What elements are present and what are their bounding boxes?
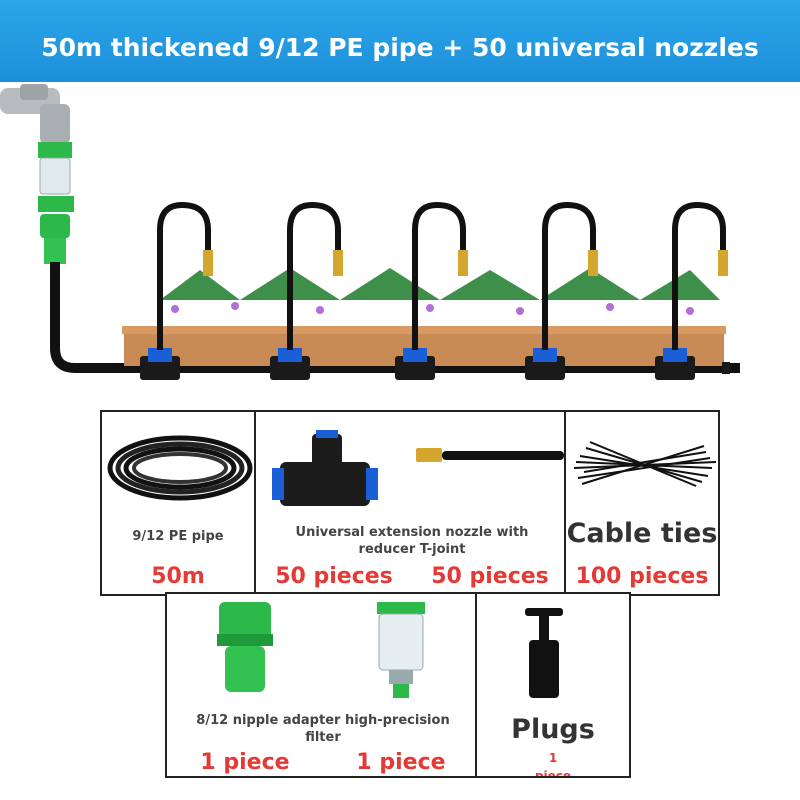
nozzle-tee-label: Universal extension nozzle with reducer …	[295, 525, 529, 557]
item-cable-ties: Cable ties 100 pieces	[564, 410, 720, 596]
faucet-icon	[0, 84, 70, 144]
plugs-label: Plugs	[511, 714, 595, 745]
adapter-quantity: 1 piece	[200, 750, 290, 775]
adapter-filter-label: 8/12 nipple adapter high-precision filte…	[196, 713, 450, 745]
tee-joint-icon	[272, 430, 378, 506]
title-banner: 50m thickened 9/12 PE pipe + 50 universa…	[0, 0, 800, 82]
pe-pipe-coil-icon	[107, 435, 253, 501]
item-adapter-filter: 8/12 nipple adapter high-precision filte…	[165, 592, 477, 778]
tee-nozzle	[395, 201, 468, 380]
cable-ties-label: Cable ties	[566, 518, 718, 549]
plugs-quantity-number: 1	[548, 751, 558, 765]
tee-nozzle	[655, 201, 728, 380]
cable-ties-quantity: 100 pieces	[575, 564, 709, 589]
plugs-quantity-unit: piece	[534, 769, 572, 778]
flower-row	[171, 302, 694, 315]
item-nozzle-tee: Universal extension nozzle with reducer …	[254, 410, 566, 596]
extension-nozzle-quantity: 50 pieces	[431, 564, 549, 589]
end-plug	[722, 362, 730, 374]
tee-nozzle	[525, 201, 598, 380]
filter-quantity: 1 piece	[356, 750, 446, 775]
adapter-icon	[40, 214, 70, 264]
banner-title: 50m thickened 9/12 PE pipe + 50 universa…	[41, 33, 759, 62]
nipple-adapter-icon	[217, 602, 273, 692]
item-pe-pipe: 9/12 PE pipe 50m	[100, 410, 256, 596]
irrigation-system-illustration	[0, 84, 740, 380]
tee-joint-quantity: 50 pieces	[275, 564, 393, 589]
pe-pipe-label: 9/12 PE pipe	[132, 529, 224, 544]
extension-nozzle-icon	[416, 448, 564, 462]
cable-ties-icon	[573, 441, 717, 487]
plug-icon	[525, 608, 563, 698]
tee-nozzle	[270, 201, 343, 380]
filter-icon	[377, 602, 425, 698]
tee-nozzle	[140, 201, 213, 380]
item-plugs: Plugs 1 piece	[475, 592, 631, 778]
pe-pipe-quantity: 50m	[151, 564, 205, 589]
supply-pipe	[50, 262, 740, 373]
filter-icon	[38, 142, 74, 212]
